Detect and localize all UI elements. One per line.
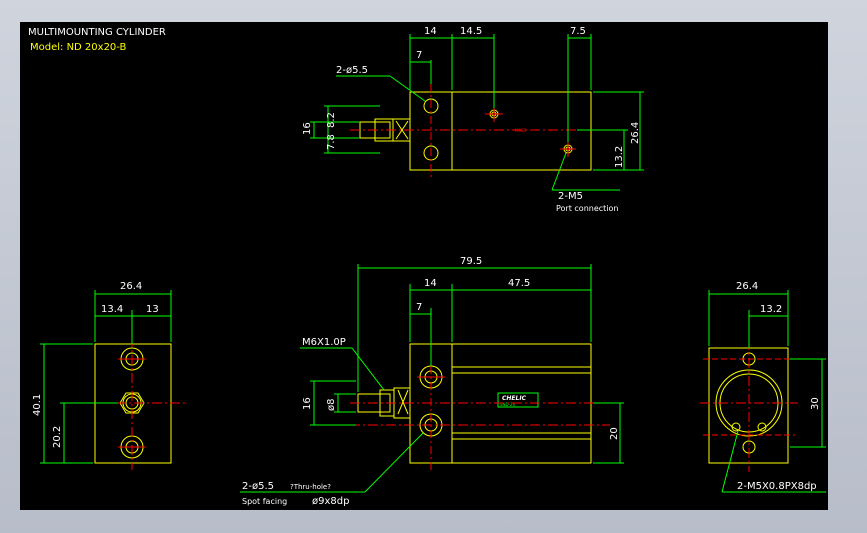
front-dim-79-5: 79.5 [460,256,482,267]
front-dim-7: 7 [416,302,422,313]
brand-label: CHELIC [502,395,527,402]
left-dim-13: 13 [146,304,159,315]
top-label-port-note: Port connection [556,204,618,213]
front-view: CHELIC SND-20 [240,256,624,507]
front-dim-8: ø8 [326,399,337,411]
left-dim-13-4: 13.4 [101,304,123,315]
front-dim-47-5: 47.5 [508,278,530,289]
brand-sub-label: SND-20 [500,402,516,407]
right-dim-30: 30 [810,397,821,410]
top-dim-26-4: 26.4 [630,122,641,144]
top-label-holes: 2-ø5.5 [336,65,368,76]
left-view: 26.4 13.4 13 40.1 20.2 [32,281,185,470]
front-label-spot-dim: ø9x8dp [312,496,349,507]
top-dim-8-2: 8.2 [326,112,337,128]
brand-plate [497,392,539,408]
front-label-holes-note: ?Thru-hole? [290,483,331,491]
front-dim-14: 14 [424,278,437,289]
right-label-tapped: 2-M5X0.8PX8dp [737,481,817,492]
top-dim-14: 14 [424,26,437,37]
left-dim-20-2: 20.2 [52,426,63,448]
top-dim-7: 7 [416,50,422,61]
drawing-canvas[interactable]: MULTIMOUNTING CYLINDER Model: ND 20x20-B [20,22,828,510]
top-dim-13-2: 13.2 [614,146,625,168]
right-view: 26.4 13.2 30 2-M5X0.8PX8dp [700,281,826,493]
model-label: Model: ND 20x20-B [30,42,127,53]
front-label-spot: Spot facing [242,497,287,506]
drawing-title: MULTIMOUNTING CYLINDER [28,27,166,38]
left-dim-26-4: 26.4 [120,281,142,292]
right-dim-26-4: 26.4 [736,281,758,292]
front-dim-20: 20 [609,427,620,440]
front-label-holes: 2-ø5.5 [242,481,274,492]
front-dim-16: 16 [302,397,313,410]
top-dim-16: 16 [302,122,313,135]
top-label-ports: 2-M5 [558,191,583,202]
technical-drawing: MULTIMOUNTING CYLINDER Model: ND 20x20-B [28,26,826,507]
right-dim-13-2: 13.2 [760,304,782,315]
left-dim-40-1: 40.1 [32,394,43,416]
front-label-thread: M6X1.0P [302,337,346,348]
top-dim-7-8: 7.8 [326,134,337,150]
top-dim-14-5: 14.5 [460,26,482,37]
top-dim-7-5: 7.5 [570,26,586,37]
top-view: M820 [302,26,644,213]
